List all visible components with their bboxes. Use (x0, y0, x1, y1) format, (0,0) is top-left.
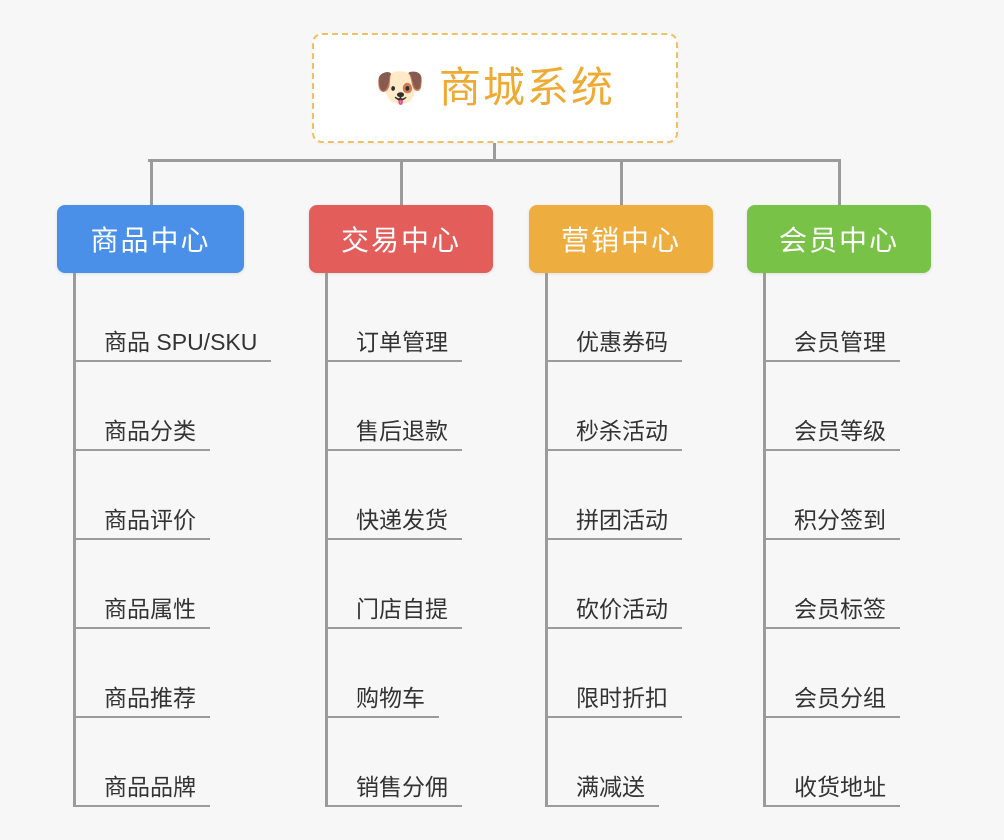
root-node[interactable]: 🐶 商城系统 (312, 33, 678, 143)
category-box-product-center[interactable]: 商品中心 (57, 205, 244, 273)
branch-drop-connector (620, 159, 623, 207)
leaf-item[interactable]: 售后退款 (328, 362, 493, 451)
leaf-item[interactable]: 积分签到 (766, 451, 931, 540)
leaf-item-label: 商品分类 (76, 418, 210, 451)
branch-drop-connector (400, 159, 403, 207)
leaf-item-label: 售后退款 (328, 418, 462, 451)
branch-trunk-marketing-center: 优惠券码秒杀活动拼团活动砍价活动限时折扣满减送 (545, 273, 713, 807)
leaf-item-label: 商品品牌 (76, 774, 210, 807)
category-box-marketing-center[interactable]: 营销中心 (529, 205, 713, 273)
leaf-item[interactable]: 快递发货 (328, 451, 493, 540)
branch-trunk-trade-center: 订单管理售后退款快递发货门店自提购物车销售分佣 (325, 273, 493, 807)
leaf-item[interactable]: 订单管理 (328, 273, 493, 362)
leaf-item[interactable]: 收货地址 (766, 718, 931, 807)
leaf-item[interactable]: 砍价活动 (548, 540, 713, 629)
branch-column-product-center: 商品中心商品 SPU/SKU 商品分类商品评价商品属性商品推荐商品品牌 (57, 205, 272, 807)
branch-drop-connector (150, 159, 153, 207)
leaf-item[interactable]: 商品推荐 (76, 629, 244, 718)
branch-drop-connector (838, 159, 841, 207)
category-label: 会员中心 (778, 225, 899, 256)
leaf-item[interactable]: 购物车 (328, 629, 493, 718)
category-box-member-center[interactable]: 会员中心 (747, 205, 931, 273)
dog-face-icon: 🐶 (375, 66, 425, 110)
leaf-item-label: 购物车 (328, 685, 439, 718)
leaf-item-label: 满减送 (548, 774, 659, 807)
leaf-item[interactable]: 会员分组 (766, 629, 931, 718)
leaf-item[interactable]: 秒杀活动 (548, 362, 713, 451)
leaf-item[interactable]: 商品品牌 (76, 718, 244, 807)
branch-column-marketing-center: 营销中心优惠券码秒杀活动拼团活动砍价活动限时折扣满减送 (529, 205, 713, 807)
leaf-item-label: 商品评价 (76, 507, 210, 540)
leaf-item-label: 会员标签 (766, 596, 900, 629)
category-label: 交易中心 (340, 225, 461, 256)
branch-column-trade-center: 交易中心订单管理售后退款快递发货门店自提购物车销售分佣 (309, 205, 493, 807)
category-label: 营销中心 (560, 225, 681, 256)
leaf-item[interactable]: 销售分佣 (328, 718, 493, 807)
leaf-item[interactable]: 限时折扣 (548, 629, 713, 718)
leaf-item[interactable]: 满减送 (548, 718, 713, 807)
leaf-item-label: 商品 SPU/SKU (76, 329, 272, 362)
leaf-item-label: 秒杀活动 (548, 418, 682, 451)
leaf-item[interactable]: 商品评价 (76, 451, 244, 540)
leaf-item-label: 砍价活动 (548, 596, 682, 629)
leaf-item-label: 拼团活动 (548, 507, 682, 540)
root-stem-connector (493, 143, 496, 162)
horizontal-bus-connector (148, 159, 840, 162)
leaf-item[interactable]: 会员管理 (766, 273, 931, 362)
leaf-item[interactable]: 优惠券码 (548, 273, 713, 362)
leaf-item[interactable]: 商品属性 (76, 540, 244, 629)
branch-column-member-center: 会员中心会员管理会员等级积分签到会员标签会员分组收货地址 (747, 205, 931, 807)
leaf-item[interactable]: 会员标签 (766, 540, 931, 629)
leaf-item[interactable]: 门店自提 (328, 540, 493, 629)
leaf-item-label: 会员等级 (766, 418, 900, 451)
leaf-item[interactable]: 商品 SPU/SKU (76, 273, 272, 362)
leaf-item-label: 会员分组 (766, 685, 900, 718)
category-box-trade-center[interactable]: 交易中心 (309, 205, 493, 273)
category-label: 商品中心 (90, 225, 211, 256)
leaf-item-label: 销售分佣 (328, 774, 462, 807)
leaf-item-label: 收货地址 (766, 774, 900, 807)
leaf-item-label: 商品推荐 (76, 685, 210, 718)
leaf-item-label: 会员管理 (766, 329, 900, 362)
root-title: 商城系统 (438, 64, 615, 111)
leaf-item-label: 限时折扣 (548, 685, 682, 718)
leaf-item[interactable]: 会员等级 (766, 362, 931, 451)
leaf-item-label: 商品属性 (76, 596, 210, 629)
leaf-item-label: 优惠券码 (548, 329, 682, 362)
leaf-item-label: 积分签到 (766, 507, 900, 540)
leaf-item[interactable]: 商品分类 (76, 362, 244, 451)
leaf-item-label: 门店自提 (328, 596, 462, 629)
leaf-item-label: 订单管理 (328, 329, 462, 362)
branch-trunk-product-center: 商品 SPU/SKU 商品分类商品评价商品属性商品推荐商品品牌 (73, 273, 272, 807)
leaf-item-label: 快递发货 (328, 507, 462, 540)
leaf-item[interactable]: 拼团活动 (548, 451, 713, 540)
branch-trunk-member-center: 会员管理会员等级积分签到会员标签会员分组收货地址 (763, 273, 931, 807)
